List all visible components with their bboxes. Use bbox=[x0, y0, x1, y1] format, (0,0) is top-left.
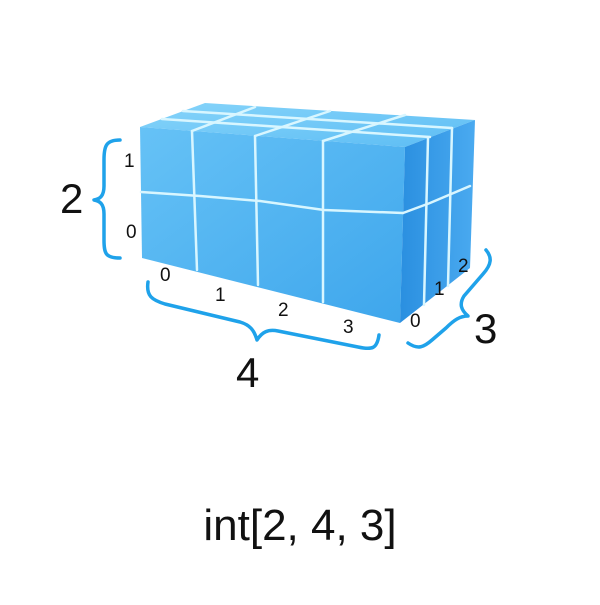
depth-index-1: 1 bbox=[434, 279, 445, 300]
depth-size-label: 3 bbox=[474, 305, 497, 352]
cube-seams bbox=[139, 105, 472, 307]
col-index-0: 0 bbox=[160, 265, 171, 286]
row-index-1: 1 bbox=[124, 151, 135, 172]
array-type-caption: int[2, 4, 3] bbox=[203, 501, 397, 550]
col-index-2: 2 bbox=[278, 300, 289, 321]
cols-size-label: 4 bbox=[236, 349, 259, 396]
rows-size-label: 2 bbox=[60, 175, 83, 222]
rows-brace bbox=[92, 138, 122, 260]
depth-brace bbox=[406, 248, 492, 349]
depth-index-0: 0 bbox=[410, 311, 421, 332]
row-index-0: 0 bbox=[126, 222, 137, 243]
col-index-1: 1 bbox=[215, 285, 226, 306]
cols-brace bbox=[145, 280, 381, 351]
front-face bbox=[140, 127, 405, 323]
depth-index-2: 2 bbox=[458, 256, 469, 277]
col-index-3: 3 bbox=[343, 317, 354, 338]
side-face bbox=[400, 120, 475, 323]
braces bbox=[92, 138, 492, 351]
